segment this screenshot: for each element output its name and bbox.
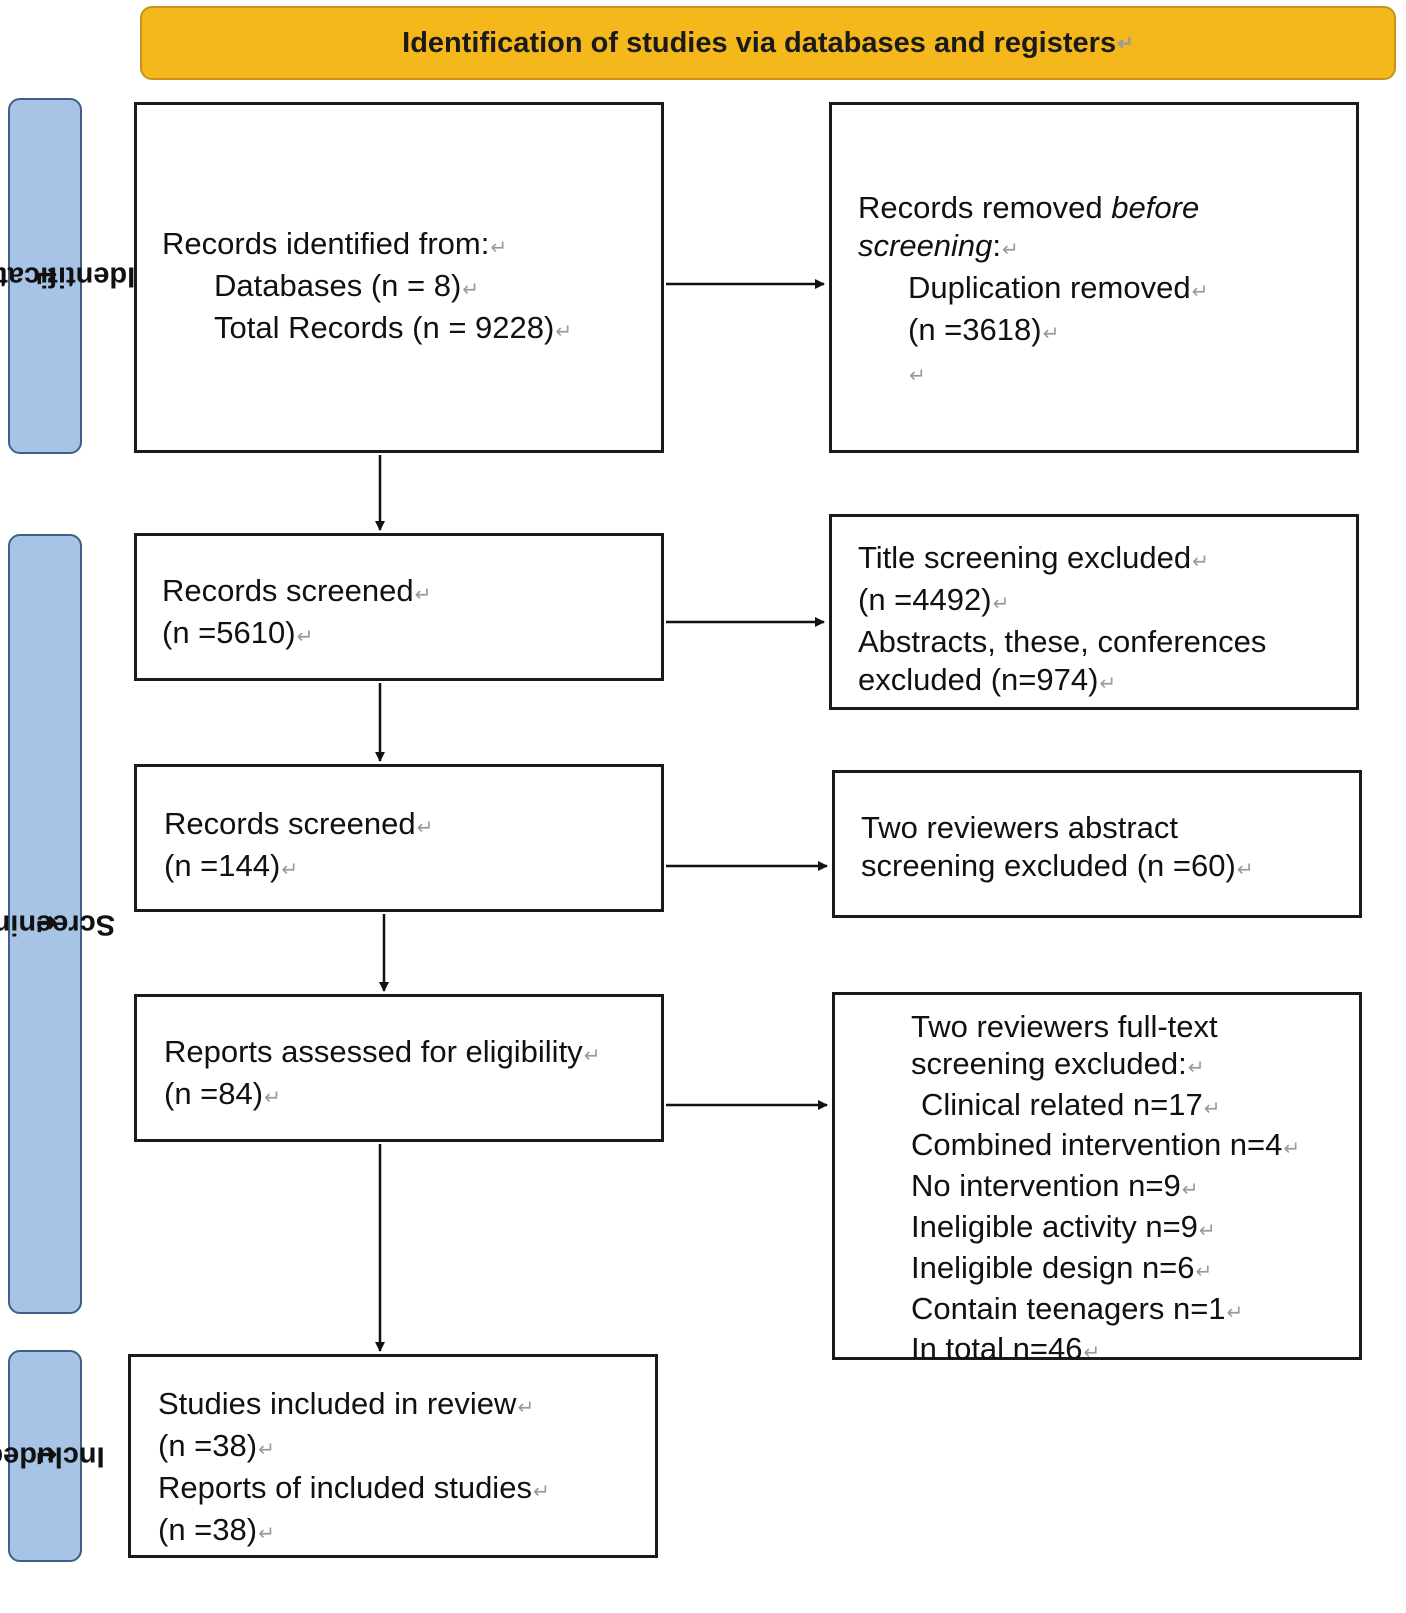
stage-screening: Screening↵ xyxy=(0,534,115,1314)
return-mark-icon: ↵ xyxy=(583,1045,601,1067)
box-line: Ineligible activity n=9↵ xyxy=(911,1208,1216,1244)
eligibility-box: Reports assessed for eligibility↵ (n =84… xyxy=(134,994,664,1142)
box-line: Duplication removed↵ xyxy=(908,270,1209,305)
return-mark-icon: ↵ xyxy=(281,859,299,881)
records-removed-box: Records removed before screening:↵ Dupli… xyxy=(829,102,1359,453)
return-mark-icon: ↵ xyxy=(264,1087,281,1109)
box-line: excluded (n=974)↵ xyxy=(858,662,1117,697)
return-mark-icon: ↵ xyxy=(1198,1219,1216,1242)
box-line: Clinical related n=17↵ xyxy=(921,1086,1221,1122)
return-mark-icon: ↵ xyxy=(1195,1260,1213,1283)
return-mark-icon: ↵ xyxy=(532,1481,550,1503)
box-line: In total n=46↵ xyxy=(911,1331,1101,1367)
return-mark-icon: ↵ xyxy=(1083,1342,1101,1365)
box-line: screening excluded:↵ xyxy=(911,1045,1205,1081)
return-mark-icon: ↵ xyxy=(1187,1056,1205,1079)
box-line: (n =144)↵ xyxy=(164,848,299,883)
return-mark-icon: ↵ xyxy=(555,321,573,343)
box-line: Reports of included studies↵ xyxy=(158,1470,550,1505)
return-mark-icon: ↵ xyxy=(462,279,480,301)
box-line: Combined intervention n=4↵ xyxy=(911,1127,1301,1163)
return-mark-icon: ↵ xyxy=(416,817,434,839)
stage-included: Included↵ xyxy=(0,1350,105,1562)
records-screened-box-2: Records screened↵ (n =144)↵ xyxy=(134,764,664,912)
abstract-screening-excluded-box: Two reviewers abstract screening exclude… xyxy=(832,770,1362,918)
box-line: Records screened↵ xyxy=(164,806,434,841)
return-mark-icon: ↵ xyxy=(1191,281,1209,303)
box-line: screening:↵ xyxy=(858,228,1019,263)
return-mark-icon: ↵ xyxy=(490,237,508,259)
return-mark-icon: ↵ xyxy=(1099,673,1117,695)
box-line: Databases (n = 8)↵ xyxy=(214,268,480,303)
box-line: Ineligible design n=6↵ xyxy=(911,1249,1213,1285)
return-mark-icon: ↵ xyxy=(296,626,314,648)
box-line: (n =3618)↵ xyxy=(908,312,1060,347)
box-line: Contain teenagers n=1↵ xyxy=(911,1290,1244,1326)
box-line: (n =38)↵ xyxy=(158,1428,275,1463)
return-mark-icon: ↵ xyxy=(1283,1138,1301,1161)
return-mark-icon: ↵ xyxy=(517,1397,535,1419)
box-line: Total Records (n = 9228)↵ xyxy=(214,310,573,345)
records-identified-box: Records identified from:↵ Databases (n =… xyxy=(134,102,664,453)
box-line: Records identified from:↵ xyxy=(162,226,508,261)
box-line: Abstracts, these, conferences xyxy=(858,624,1267,659)
return-mark-icon: ↵ xyxy=(414,584,432,606)
return-mark-icon: ↵ xyxy=(992,593,1010,615)
return-mark-icon: ↵ xyxy=(1002,239,1019,261)
return-mark-icon: ↵ xyxy=(258,1523,275,1545)
return-mark-icon: ↵ xyxy=(1203,1097,1221,1120)
box-line: ↵ xyxy=(858,353,1356,395)
return-mark-icon: ↵ xyxy=(1181,1179,1199,1202)
box-line: Studies included in review↵ xyxy=(158,1386,535,1421)
box-line: Two reviewers abstract xyxy=(861,810,1178,845)
stage-identification: Identification↵ xyxy=(0,98,135,454)
return-mark-icon: ↵ xyxy=(1042,323,1060,345)
studies-included-box: Studies included in review↵ (n =38)↵ Rep… xyxy=(128,1354,658,1558)
return-mark-icon: ↵ xyxy=(258,1439,275,1461)
return-mark-icon: ↵ xyxy=(1192,551,1209,573)
box-line: (n =84)↵ xyxy=(164,1076,281,1111)
return-mark-icon: ↵ xyxy=(909,365,926,387)
return-mark-icon: ↵ xyxy=(1117,32,1134,55)
box-line: Records removed before xyxy=(858,190,1200,225)
header-banner: Identification of studies via databases … xyxy=(140,6,1396,80)
box-line: Records screened↵ xyxy=(162,573,432,608)
box-line: No intervention n=9↵ xyxy=(911,1168,1199,1204)
box-line: screening excluded (n =60)↵ xyxy=(861,848,1254,883)
title-screening-excluded-box: Title screening excluded↵ (n =4492)↵ Abs… xyxy=(829,514,1359,710)
header-title: Identification of studies via databases … xyxy=(402,26,1117,59)
full-text-screening-excluded-box: Two reviewers full-text screening exclud… xyxy=(832,992,1362,1366)
box-line: (n =38)↵ xyxy=(158,1512,275,1547)
box-line: (n =4492)↵ xyxy=(858,582,1010,617)
box-line: (n =5610)↵ xyxy=(162,615,314,650)
return-mark-icon: ↵ xyxy=(1236,859,1254,881)
box-line: Title screening excluded↵ xyxy=(858,540,1209,575)
box-line: Reports assessed for eligibility↵ xyxy=(164,1034,601,1069)
box-line: Two reviewers full-text xyxy=(911,1009,1218,1044)
records-screened-box-1: Records screened↵ (n =5610)↵ xyxy=(134,533,664,681)
return-mark-icon: ↵ xyxy=(1226,1301,1244,1324)
